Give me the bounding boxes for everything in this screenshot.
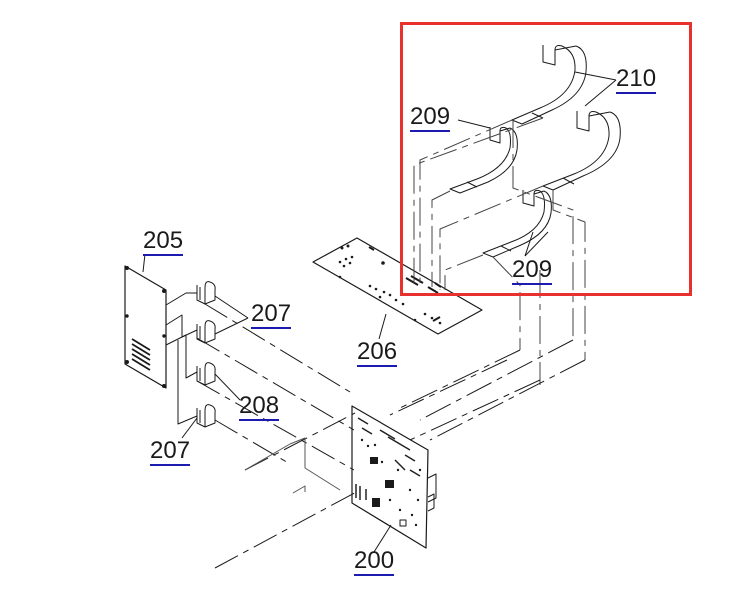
- guide-lines-right: [413, 117, 586, 385]
- callout-200-text: 200: [354, 547, 395, 576]
- callout-209-lower: 209: [512, 256, 553, 285]
- part-206-sub-board: [312, 237, 483, 340]
- callout-210-text: 210: [616, 65, 657, 94]
- callout-207-upper-text: 207: [251, 300, 292, 329]
- callout-205: 205: [143, 227, 184, 256]
- callout-210: 210: [616, 65, 657, 94]
- callout-209-upper-text: 209: [410, 103, 451, 132]
- guide-lines-to-board-200: [389, 339, 586, 441]
- callout-207-lower: 207: [150, 437, 191, 466]
- callout-206-text: 206: [357, 338, 398, 367]
- highlighted-region: [400, 22, 692, 296]
- callout-206: 206: [357, 338, 398, 367]
- part-205-cover-plate: [124, 253, 167, 389]
- ferrite-clips: [165, 281, 249, 439]
- callout-209-upper: 209: [410, 103, 451, 132]
- callout-205-text: 205: [143, 227, 184, 256]
- guide-lines-left: [196, 303, 361, 569]
- callout-207-upper: 207: [251, 300, 292, 329]
- flat-cables: [449, 45, 621, 258]
- part-200-main-board: [351, 405, 437, 553]
- callout-207-lower-text: 207: [150, 437, 191, 466]
- cable-bends: [244, 437, 341, 494]
- callout-208-text: 208: [239, 392, 280, 421]
- callout-200: 200: [354, 547, 395, 576]
- callout-209-lower-text: 209: [512, 256, 553, 285]
- callout-208: 208: [239, 392, 280, 421]
